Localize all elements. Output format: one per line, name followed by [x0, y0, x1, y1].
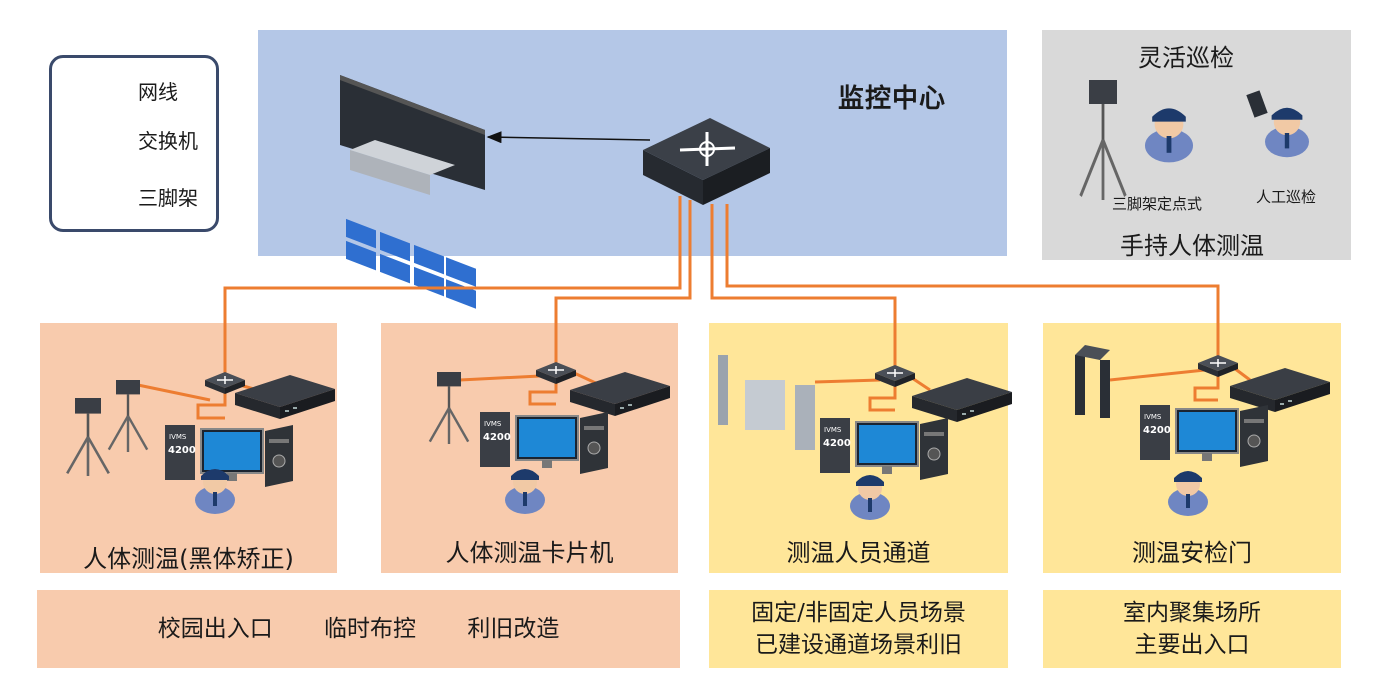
security-gate-icon — [1075, 345, 1110, 418]
legend-tripod-label: 三脚架 — [138, 186, 198, 210]
legend-box: 网线 交换机 三脚架 — [49, 55, 219, 232]
zone-label: 人体测温卡片机 — [445, 539, 614, 567]
tripod-fixed-label: 三脚架定点式 — [1112, 195, 1203, 213]
scenario-item: 固定/非固定人员场景 — [751, 600, 966, 626]
zone-label: 人体测温(黑体矫正) — [83, 545, 294, 573]
scenario-item: 利旧改造 — [467, 616, 560, 642]
uplink-arrow — [486, 131, 651, 144]
scenario-group-3: 室内聚集场所 主要出入口 — [1043, 590, 1341, 668]
zone1-devices — [65, 371, 335, 514]
scenario-group-1: 校园出入口 临时布控 利旧改造 — [37, 590, 680, 668]
video-wall-icon — [340, 75, 485, 309]
patrol-graphics — [1078, 78, 1309, 202]
zone3-devices — [718, 355, 1012, 520]
scenario-item: 室内聚集场所 — [1123, 600, 1261, 626]
monitoring-center-title: 监控中心 — [838, 84, 947, 114]
handheld-tripod-icon — [1078, 78, 1128, 202]
patrol-officer-icon — [1265, 107, 1309, 158]
zone2-devices — [428, 361, 670, 514]
handheld-thermometer-icon — [1246, 90, 1268, 118]
zone-label: 测温安检门 — [1132, 539, 1252, 567]
legend-cable-label: 网线 — [138, 80, 178, 104]
scenario-item: 已建设通道场景利旧 — [755, 632, 962, 658]
network-cables — [137, 196, 1251, 420]
zone4-devices — [1075, 345, 1330, 516]
main-switch-icon — [643, 118, 770, 205]
blackbody-camera-icon — [65, 396, 111, 478]
turnstile-icon — [718, 355, 815, 450]
scenario-item: 临时布控 — [324, 616, 416, 642]
patrol-subtitle: 手持人体测温 — [1120, 232, 1264, 260]
card-camera-icon — [428, 370, 470, 446]
scenario-item: 主要出入口 — [1134, 632, 1250, 658]
patrol-title: 灵活巡检 — [1138, 44, 1234, 72]
legend-switch-label: 交换机 — [138, 129, 198, 153]
patrol-officer-icon — [1145, 108, 1193, 163]
scenario-item: 校园出入口 — [157, 616, 273, 642]
thermal-camera-icon — [107, 378, 149, 454]
zone-label: 测温人员通道 — [786, 539, 931, 567]
manual-patrol-label: 人工巡检 — [1256, 188, 1317, 206]
scenario-group-2: 固定/非固定人员场景 已建设通道场景利旧 — [709, 590, 1008, 668]
